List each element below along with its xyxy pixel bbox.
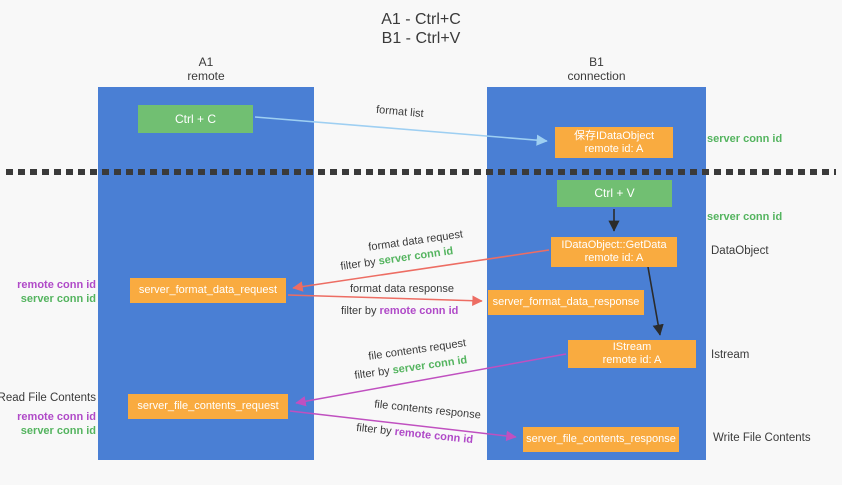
- format-response-arrow: [287, 294, 483, 306]
- ctrl-c-label: Ctrl + C: [174, 111, 216, 126]
- write-file-contents-label: Write File Contents: [713, 432, 811, 444]
- server-conn-id-side-label-2: server conn id: [20, 425, 96, 437]
- server-file-contents-request-box: server_file_contents_request: [128, 394, 288, 419]
- ctrl-v-label: Ctrl + V: [594, 186, 635, 200]
- section-divider-dotted-line: [6, 169, 836, 175]
- filter-by-remote-conn-id-label-2: filter by remote conn id: [356, 422, 474, 446]
- column-a1-subtitle: remote: [187, 69, 225, 83]
- server-format-data-request-box: server_format_data_request: [130, 278, 286, 303]
- save-idataobject-box: 保存IDataObject remote id: A: [555, 127, 673, 158]
- ctrl-v-box: Ctrl + V: [557, 180, 672, 207]
- column-header-a1: A1 remote: [98, 55, 314, 83]
- istream-box: IStream remote id: A: [568, 340, 696, 368]
- save-idataobject-line2: remote id: A: [584, 142, 644, 155]
- remote-conn-id-side-label-2: remote conn id: [17, 411, 96, 423]
- getdata-line2: remote id: A: [584, 252, 644, 264]
- server-format-data-response-box: server_format_data_response: [488, 290, 644, 315]
- title-line-1: A1 - Ctrl+C: [381, 11, 461, 28]
- server-file-contents-response-box: server_file_contents_response: [523, 427, 679, 452]
- column-b1-name: B1: [589, 55, 604, 69]
- column-b1-subtitle: connection: [567, 69, 626, 83]
- filter-by-value-4: remote conn id: [393, 425, 474, 447]
- filter-by-value-2: remote conn id: [379, 305, 459, 317]
- title-line-2: B1 - Ctrl+V: [381, 30, 461, 47]
- save-idataobject-line1: 保存IDataObject: [573, 129, 655, 142]
- server-file-contents-request-label: server_file_contents_request: [137, 400, 279, 412]
- dataobject-label: DataObject: [711, 245, 769, 257]
- server-conn-id-side-label-1: server conn id: [20, 293, 96, 305]
- remote-conn-id-side-label-1: remote conn id: [17, 279, 96, 291]
- format-list-label: format list: [375, 103, 425, 121]
- file-contents-response-label: file contents response: [373, 398, 482, 422]
- idataobject-getdata-box: IDataObject::GetData remote id: A: [551, 237, 677, 267]
- read-file-contents-label: Read File Contents: [0, 392, 96, 404]
- page-title: A1 - Ctrl+C B1 - Ctrl+V: [0, 10, 842, 48]
- filter-by-remote-conn-id-label-1: filter by remote conn id: [341, 305, 458, 317]
- filter-by-prefix-1: filter by: [339, 255, 380, 273]
- column-header-b1: B1 connection: [487, 55, 706, 83]
- server-conn-id-label-top: server conn id: [707, 133, 783, 145]
- istream-line2: remote id: A: [602, 354, 662, 366]
- format-data-response-label: format data response: [350, 283, 454, 295]
- server-format-data-response-label: server_format_data_response: [492, 296, 640, 308]
- server-conn-id-label-mid: server conn id: [707, 211, 783, 223]
- getdata-line1: IDataObject::GetData: [561, 239, 667, 251]
- server-file-contents-response-label: server_file_contents_response: [526, 433, 676, 445]
- istream-side-label: Istream: [711, 349, 750, 361]
- server-format-data-request-label: server_format_data_request: [138, 284, 278, 296]
- column-a1-name: A1: [198, 55, 214, 69]
- ctrl-c-box: Ctrl + C: [138, 105, 253, 133]
- filter-by-prefix-2: filter by: [341, 305, 380, 317]
- filter-by-prefix-4: filter by: [355, 421, 396, 438]
- istream-line1: IStream: [612, 341, 652, 353]
- filter-by-prefix-3: filter by: [353, 364, 394, 382]
